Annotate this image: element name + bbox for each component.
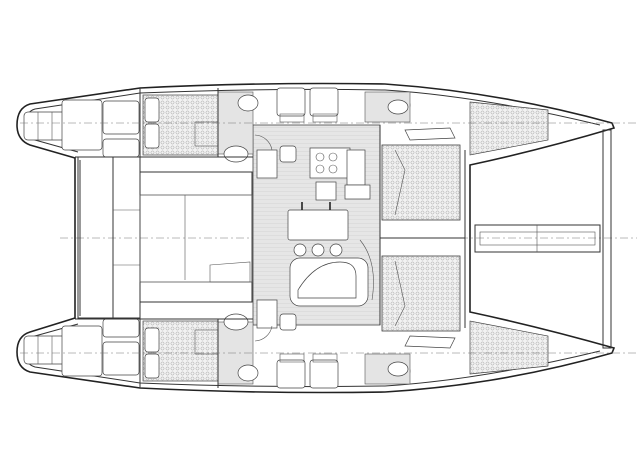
salon-cabinet <box>346 149 366 186</box>
cockpit-bench <box>112 156 141 319</box>
galley-counter <box>287 209 349 241</box>
hull-outline <box>16 82 616 394</box>
cockpit-table <box>139 194 253 283</box>
salon-cabinet <box>256 149 278 179</box>
galley-sink <box>315 181 337 201</box>
bar-stool <box>311 243 325 257</box>
salon-cabinet <box>344 184 371 200</box>
forward-crossbeam <box>602 129 612 349</box>
forward-nacelle <box>474 224 601 253</box>
salon-table <box>297 261 357 299</box>
cockpit-seating <box>139 171 253 303</box>
salon-cabinet <box>256 299 278 329</box>
bar-stool <box>293 243 307 257</box>
aft-cockpit <box>77 156 141 319</box>
galley-stove <box>309 147 351 179</box>
bar-stool <box>329 243 343 257</box>
